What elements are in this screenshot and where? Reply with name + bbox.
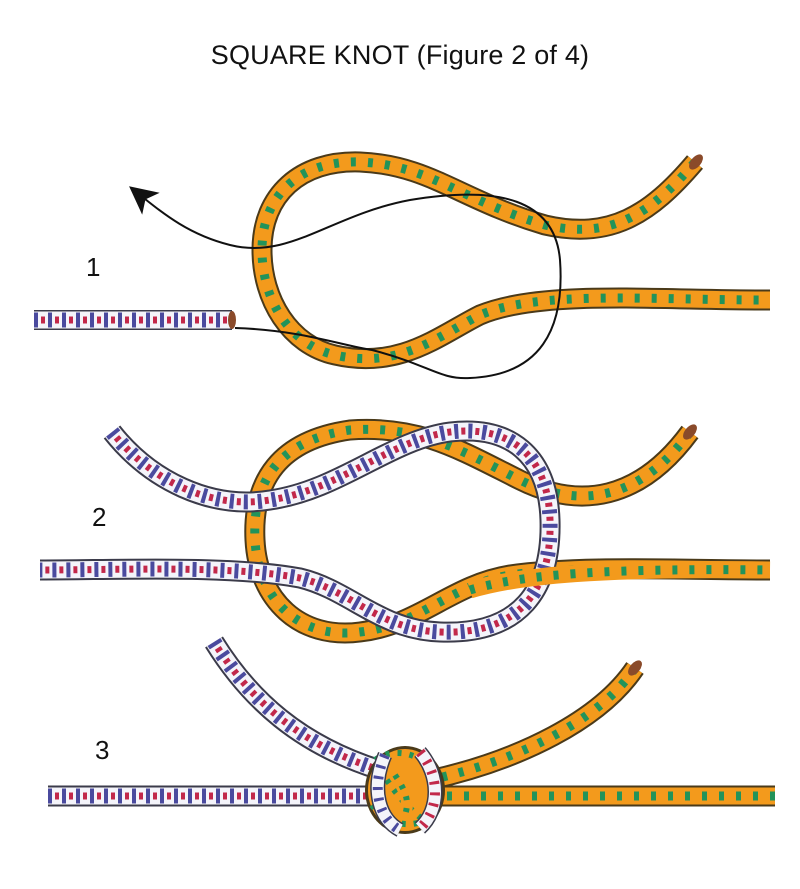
orange-rope: [430, 658, 775, 796]
step-2-illustration: [40, 422, 770, 633]
step-1-illustration: [34, 152, 770, 378]
white-rope-end: [34, 311, 236, 329]
orange-rope-bight: [262, 152, 770, 359]
white-rope: [48, 642, 400, 796]
step-3-illustration: [48, 642, 775, 834]
tied-knot: [365, 746, 445, 834]
